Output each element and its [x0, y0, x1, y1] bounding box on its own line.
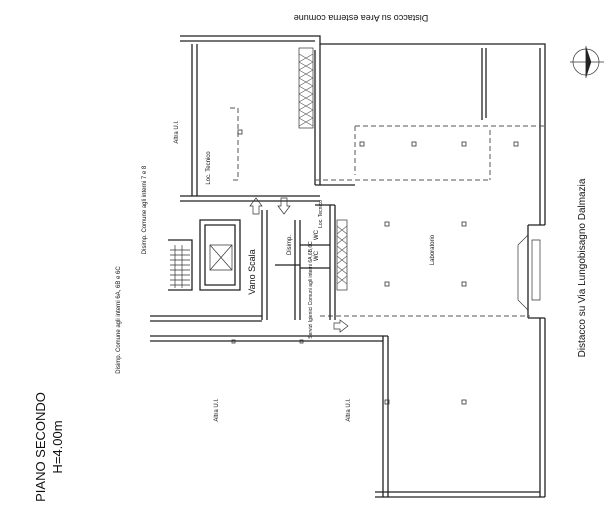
right-note: Distacco su Via Lungobisagno Dalmazia [577, 178, 588, 357]
inner-walls [168, 44, 545, 320]
room-label-loc-tecnico: Loc. Tecnico [206, 151, 212, 185]
room-label-loc-tecnico-small: Loc. Tecnico [318, 200, 324, 228]
room-label-altra-ui-right: Altra U.I. [346, 398, 352, 422]
hatched-partition-mid [336, 219, 348, 291]
hatched-partition-top [298, 47, 314, 129]
room-label-vano-scala: Vano Scala [247, 249, 257, 294]
room-label-altra-ui-top: Altra U.I. [174, 120, 180, 144]
structural-columns [231, 129, 519, 405]
north-arrow-icon [570, 46, 604, 78]
room-label-laboratorio: Laboratorio [430, 234, 436, 265]
room-label-wc-2: WC [314, 250, 320, 261]
room-label-wc-1: WC [314, 229, 320, 240]
room-label-disimp: Disimp. [287, 235, 293, 255]
floor-name: PIANO SECONDO [33, 392, 48, 502]
top-note: Distacco su Area esterna comune [294, 13, 429, 23]
entry-arrow-icon [249, 197, 349, 333]
floor-height: H=4.00m [50, 420, 65, 473]
room-label-altra-ui-left: Altra U.I. [214, 398, 220, 422]
room-label-servizi-igienici: Servizi Igienici Comuni agli interni 6A,… [308, 241, 314, 339]
stair-treads [170, 245, 190, 288]
room-label-disimp-comune-top: Disimp. Comune agli interni 7 e 8 [142, 165, 148, 254]
room-label-disimp-comune-bottom: Disimp. Comune agli interni 6A, 6B e 6C [116, 266, 122, 374]
outer-walls [150, 35, 546, 498]
